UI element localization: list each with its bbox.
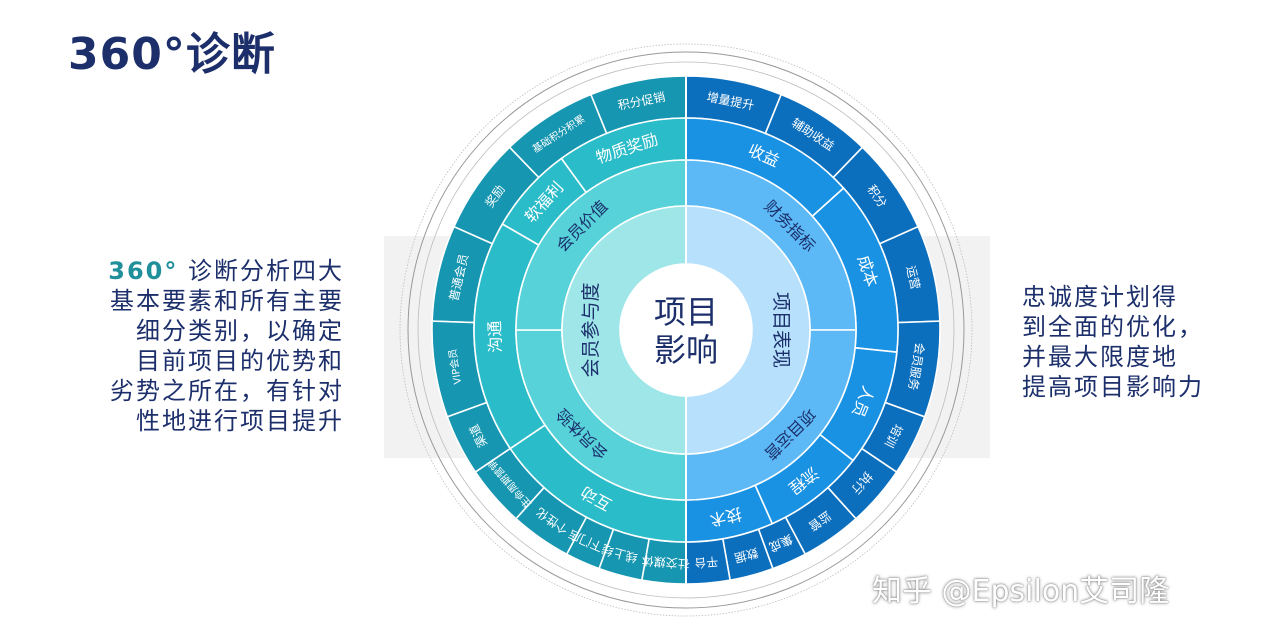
right-line-2: 到全面的优化，: [1022, 313, 1204, 341]
right-line-1: 忠诚度计划得: [1022, 283, 1178, 311]
left-line-6: 性地进行项目提升: [136, 407, 344, 435]
ring4-label: 数据: [733, 545, 760, 566]
left-line-2: 基本要素和所有主要: [110, 287, 344, 315]
ring3-label: 沟通: [485, 320, 505, 353]
ring4-label: 线上: [612, 545, 639, 565]
outer-ring-line: [407, 51, 965, 609]
outer-ring-inner-line: [417, 61, 955, 599]
ring4-label: 运营: [904, 264, 923, 291]
ring4-label: 平台: [694, 554, 719, 571]
watermark: 知乎 @Epsilon艾司隆: [872, 574, 1170, 609]
ring4-label: 会员服务: [905, 342, 927, 392]
left-description: 360° 诊断分析四大 基本要素和所有主要 细分类别，以确定 目前项目的优势和 …: [40, 256, 344, 436]
left-line-1: 360° 诊断分析四大: [108, 257, 344, 285]
left-line-5: 劣势之所在，有针对: [110, 377, 344, 405]
ring1-label: 项目表现: [770, 292, 792, 368]
left-line-3: 细分类别，以确定: [136, 317, 344, 345]
wheel-diagram: 项目影响会员参与度项目表现会员价值财务指标项目运营会员体验物质奖励收益成本人员流…: [399, 43, 973, 617]
left-line-4: 目前项目的优势和: [136, 347, 344, 375]
page-title: 360°诊断: [68, 29, 276, 80]
ring1-label: 会员参与度: [580, 282, 602, 377]
center-circle: [620, 264, 752, 396]
ring4-label: 社交媒体: [641, 553, 690, 572]
right-line-3: 并最大限度地: [1022, 343, 1178, 371]
right-description: 忠诚度计划得 到全面的优化， 并最大限度地 提高项目影响力: [1022, 282, 1262, 402]
outer-ring-dotted: [399, 43, 973, 617]
right-line-4: 提高项目影响力: [1022, 373, 1204, 401]
center-label: 影响: [654, 331, 718, 369]
left-lead: 360°: [108, 257, 179, 285]
center-label: 项目: [654, 293, 718, 331]
